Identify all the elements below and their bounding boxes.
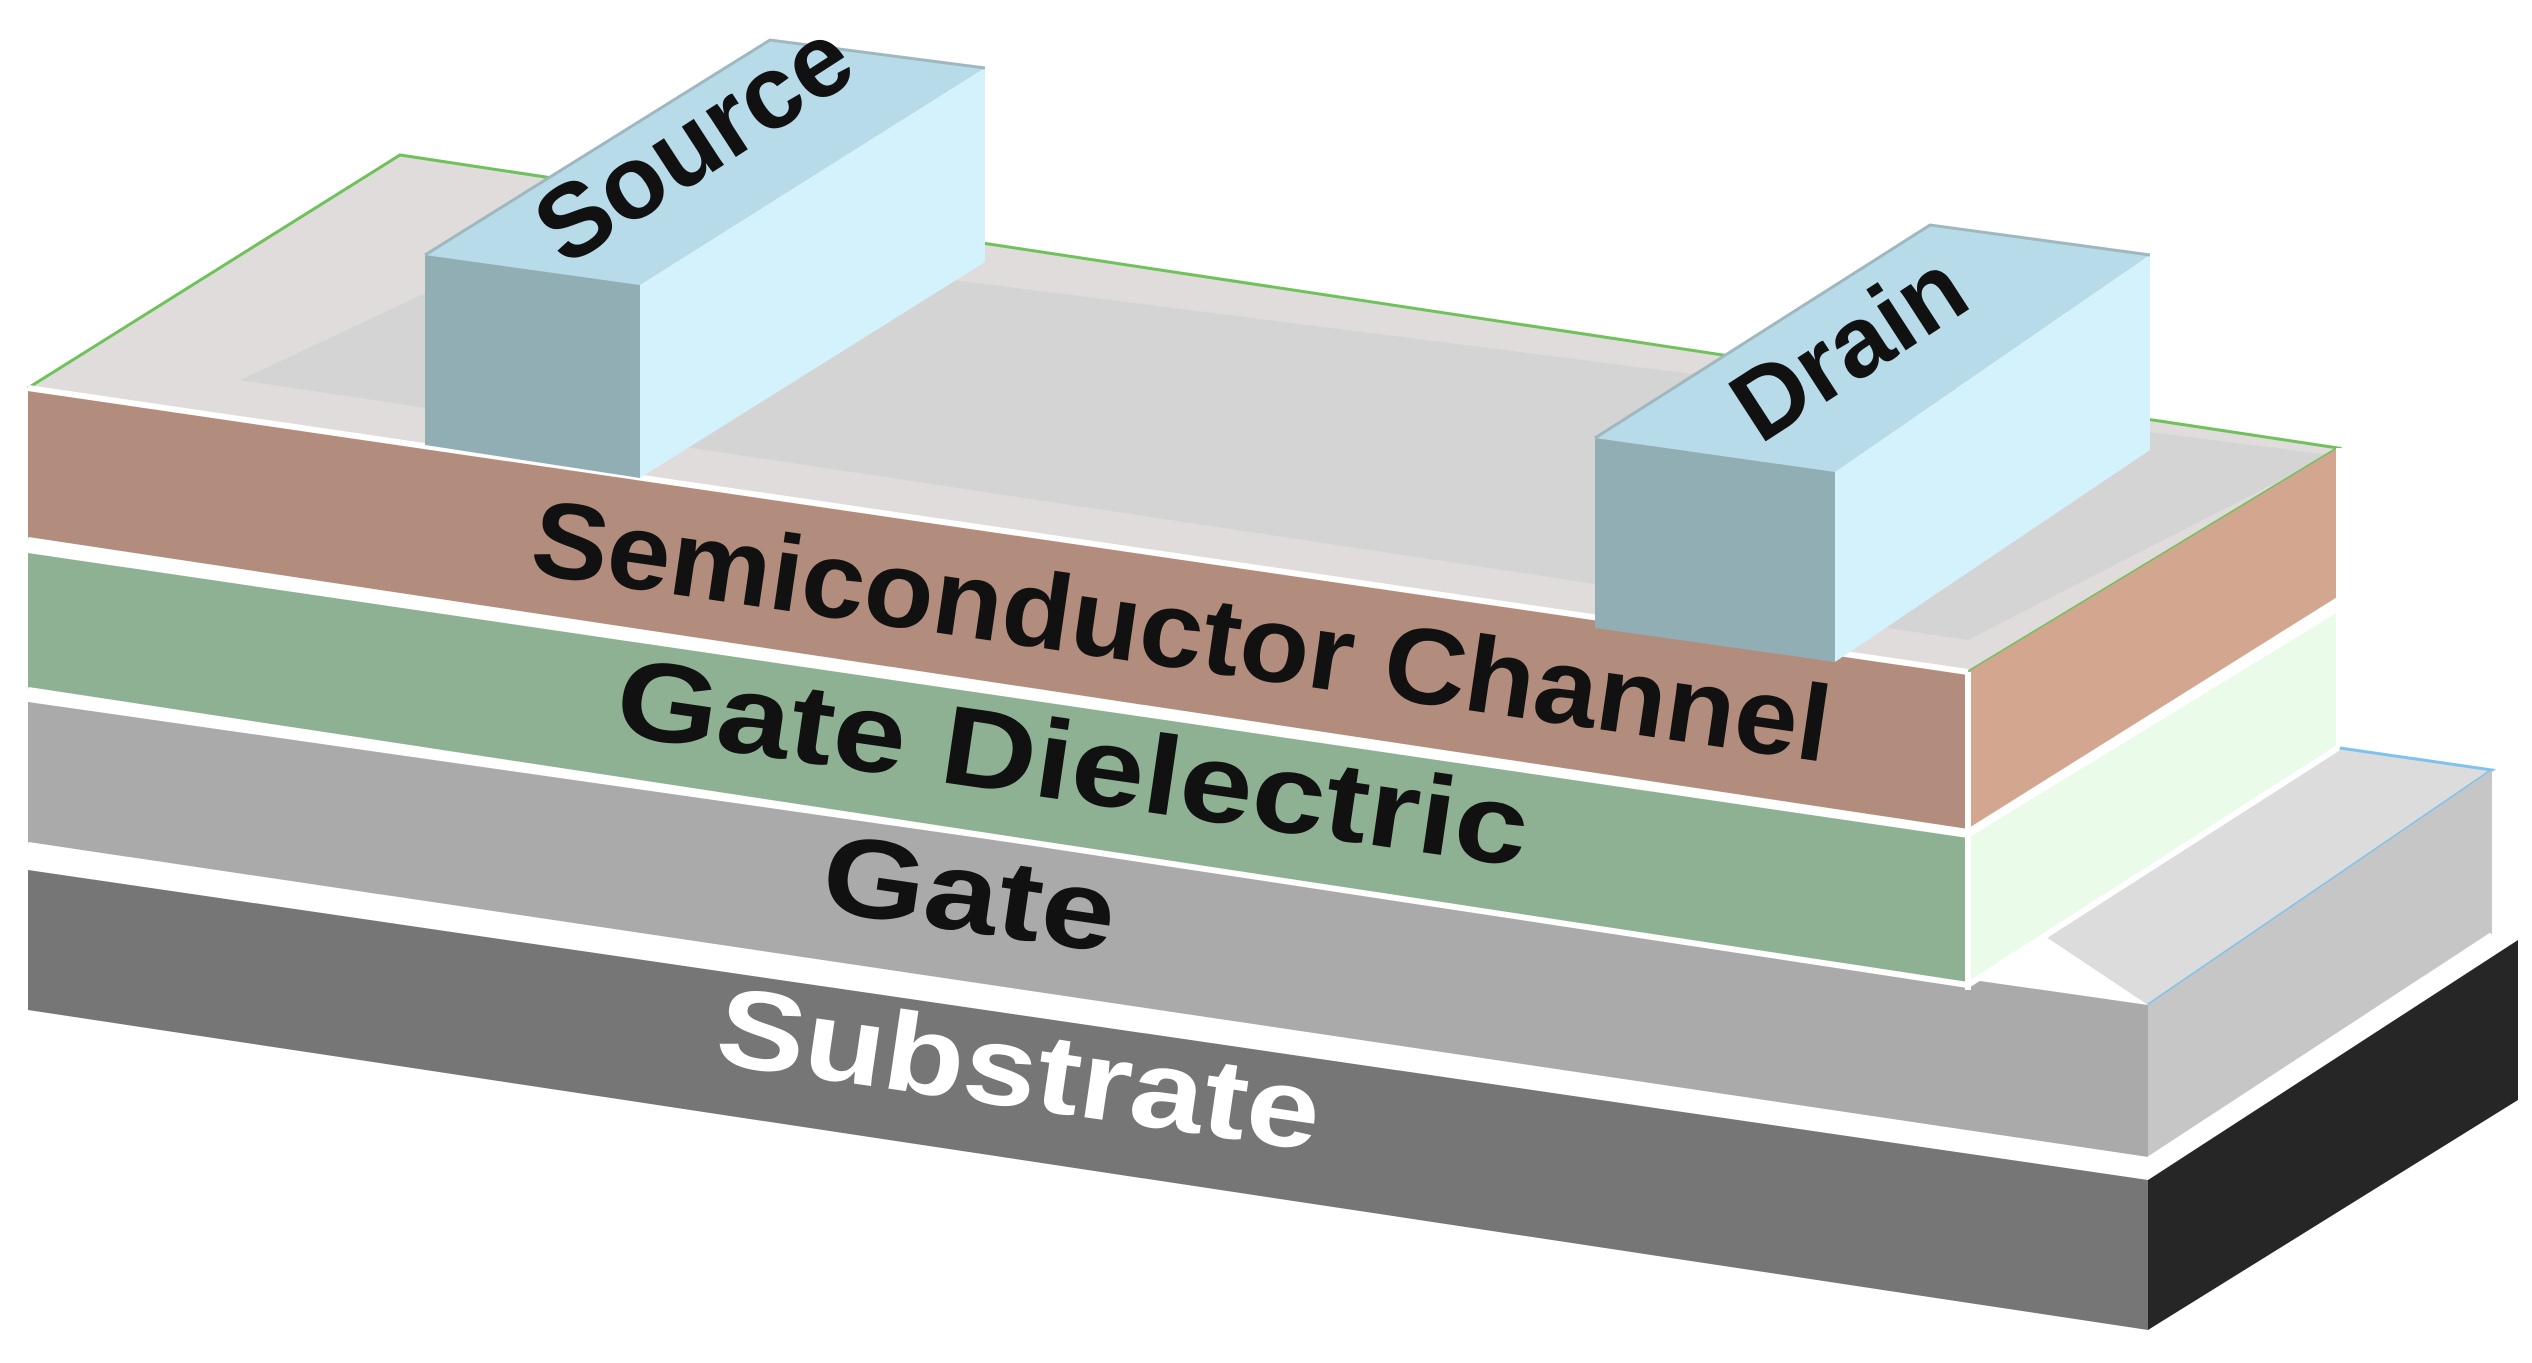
drain-top-face — [1595, 225, 2150, 472]
source-side-face — [640, 68, 985, 478]
gate-top-face — [1968, 748, 2492, 1005]
source-front-face — [425, 255, 640, 478]
substrate-side-face — [2148, 940, 2518, 1330]
channel-front-face — [28, 388, 1968, 832]
gate-dielectric-layer — [27, 553, 2340, 988]
drain-side-face — [1835, 255, 2150, 662]
source-top-face — [425, 40, 985, 285]
substrate-front-face — [28, 870, 2148, 1330]
gate-layer — [27, 702, 2497, 1163]
dielectric-front-face — [28, 553, 1968, 985]
drain-front-face — [1595, 438, 1835, 662]
substrate-layer — [28, 870, 2518, 1330]
gate-front-face — [28, 702, 2148, 1160]
drain-contact — [1594, 223, 2151, 662]
gate-side-face — [2148, 770, 2492, 1160]
source-contact — [424, 38, 986, 478]
dielectric-side-face — [1968, 612, 2338, 985]
channel-side-face — [1968, 448, 2338, 832]
